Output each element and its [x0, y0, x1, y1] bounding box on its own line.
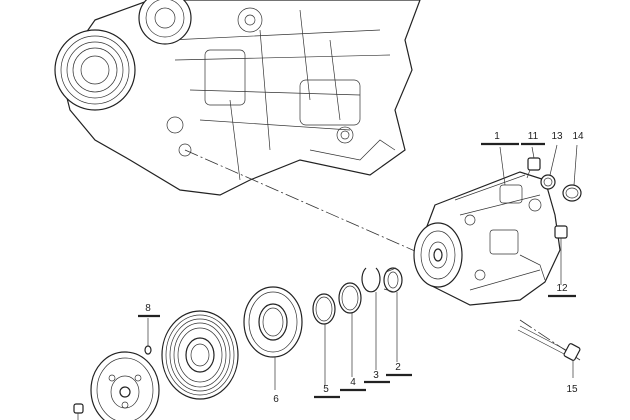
- callout-14: 14: [572, 131, 584, 142]
- bolt-axis-line: [519, 319, 581, 361]
- callout-1: 1: [494, 131, 500, 142]
- shim-ring-4: [338, 282, 362, 314]
- shim-ring-5: [312, 293, 336, 325]
- engine-block: [54, 0, 421, 196]
- callout-15: 15: [566, 384, 578, 395]
- callout-3: 3: [373, 370, 379, 381]
- callout-11: 11: [528, 131, 539, 142]
- o-ring-13: [540, 174, 556, 190]
- snap-ring-3: [361, 267, 381, 293]
- callout-6: 6: [273, 394, 279, 405]
- bearing-ring-2: [383, 267, 403, 293]
- callout-5: 5: [323, 384, 329, 395]
- callout-2: 2: [395, 362, 401, 373]
- mounting-axis-line: [184, 149, 441, 263]
- callout-4: 4: [350, 377, 356, 388]
- callout-13: 13: [551, 131, 563, 142]
- clutch-plate: [90, 351, 160, 420]
- leader-lines: [147, 144, 578, 390]
- pulley-7: [161, 310, 239, 400]
- callout-12: 12: [556, 283, 568, 294]
- bolt-10: [73, 403, 84, 420]
- bolt-12: [554, 225, 568, 242]
- o-ring-14: [562, 184, 582, 202]
- callout-8: 8: [145, 303, 151, 314]
- callout-bars: [138, 142, 576, 399]
- field-coil-6: [243, 286, 303, 358]
- callout-labels: 1 11 13 14 12 15 2 3 4 5 6 8: [145, 131, 584, 405]
- compressor-assembly: [413, 171, 561, 306]
- bolt-15: [517, 325, 581, 361]
- washer-8: [144, 345, 152, 355]
